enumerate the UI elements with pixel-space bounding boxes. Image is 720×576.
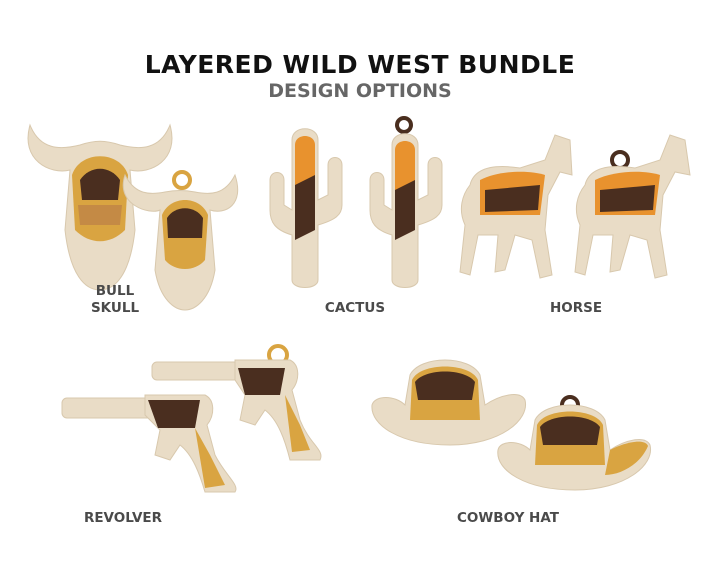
bull-skull-design [27,123,239,311]
page-title: LAYERED WILD WEST BUNDLE [144,50,576,79]
bull-skull-label-line2: SKULL [90,300,140,316]
bull-skull-label: BULL SKULL [85,283,145,317]
cowboy-hat-label: COWBOY HAT [457,510,559,526]
revolver-design [61,344,322,493]
bull-skull-label-line1: BULL [95,283,135,299]
cactus-design [269,116,443,288]
revolver-label: REVOLVER [83,510,163,526]
horse-label: HORSE [549,300,603,316]
horse-design [459,134,691,279]
page-subtitle: DESIGN OPTIONS [268,80,452,102]
cowboy-hat-design [371,359,652,491]
cactus-label: CACTUS [324,300,386,316]
